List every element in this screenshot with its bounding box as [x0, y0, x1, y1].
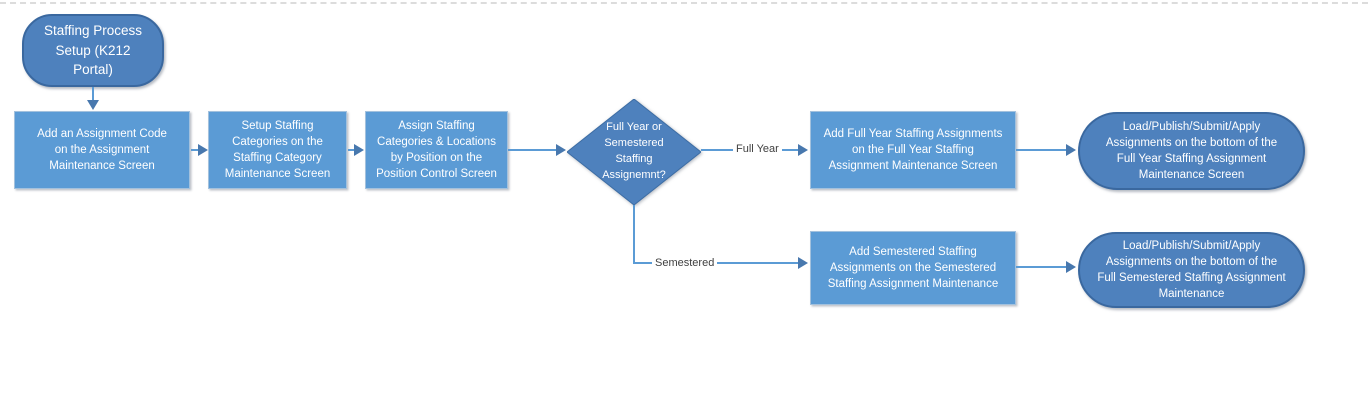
- process-add-semestered-assignments: Add Semestered Staffing Assignments on t…: [810, 231, 1016, 305]
- process-assign-staffing-categories: Assign Staffing Categories & Locations b…: [365, 111, 508, 189]
- connector-step2-to-step3: [348, 149, 355, 151]
- process-setup-staffing-categories: Setup Staffing Categories on the Staffin…: [208, 111, 347, 189]
- process-label: Assign Staffing Categories & Locations b…: [376, 119, 497, 181]
- diamond-icon: [567, 99, 701, 205]
- process-label: Add Semestered Staffing Assignments on t…: [827, 245, 999, 291]
- connector-step1-to-step2: [191, 149, 199, 151]
- terminator-semestered-end: Load/Publish/Submit/Apply Assignments on…: [1078, 232, 1305, 308]
- terminator-full-year-end: Load/Publish/Submit/Apply Assignments on…: [1078, 112, 1305, 190]
- process-label: Add an Assignment Code on the Assignment…: [37, 127, 167, 173]
- start-terminator-label: Staffing Process Setup (K212 Portal): [43, 23, 143, 78]
- connector-decision-down: [633, 205, 635, 263]
- decision-label: Full Year or Semestered Staffing Assigne…: [602, 121, 666, 181]
- arrowhead-right-icon: [1066, 261, 1076, 273]
- arrowhead-right-icon: [556, 144, 566, 156]
- process-add-assignment-code: Add an Assignment Code on the Assignment…: [14, 111, 190, 189]
- terminator-label: Load/Publish/Submit/Apply Assignments on…: [1105, 120, 1278, 182]
- process-add-full-year-assignments: Add Full Year Staffing Assignments on th…: [810, 111, 1016, 189]
- arrowhead-right-icon: [354, 144, 364, 156]
- edge-label-semestered: Semestered: [652, 256, 718, 270]
- decision-diamond: Full Year or Semestered Staffing Assigne…: [567, 99, 701, 205]
- arrowhead-right-icon: [798, 257, 808, 269]
- connector-start-to-step1: [92, 87, 94, 101]
- arrowhead-right-icon: [798, 144, 808, 156]
- start-terminator: Staffing Process Setup (K212 Portal): [22, 14, 164, 87]
- connector-fullyear-to-end: [1016, 149, 1067, 151]
- process-label: Setup Staffing Categories on the Staffin…: [224, 119, 331, 181]
- connector-step3-to-decision: [508, 149, 557, 151]
- edge-label-full-year: Full Year: [733, 142, 782, 156]
- connector-semestered-to-end: [1016, 266, 1067, 268]
- slide-top-edge: [0, 2, 1368, 4]
- terminator-label: Load/Publish/Submit/Apply Assignments on…: [1097, 239, 1286, 301]
- arrowhead-down-icon: [87, 100, 99, 110]
- process-label: Add Full Year Staffing Assignments on th…: [823, 127, 1003, 173]
- arrowhead-right-icon: [198, 144, 208, 156]
- arrowhead-right-icon: [1066, 144, 1076, 156]
